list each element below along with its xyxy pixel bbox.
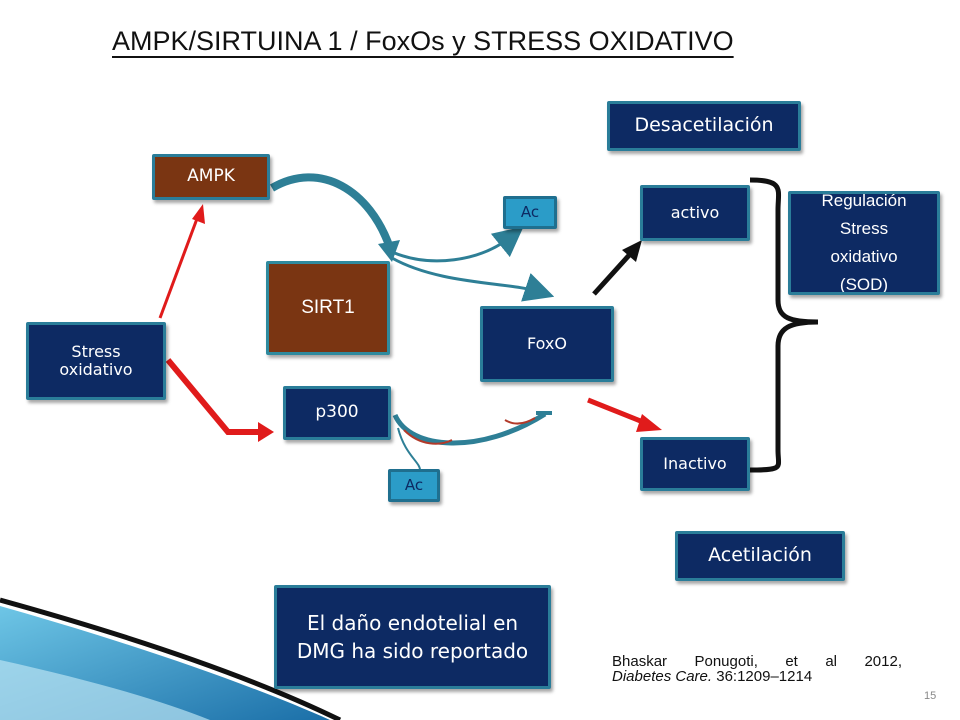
ac-bottom-box: Ac xyxy=(388,469,440,502)
inactivo-box: Inactivo xyxy=(640,437,750,491)
regulacion-box: Regulación Stress oxidativo (SOD) xyxy=(788,191,940,295)
arrow-stress-to-ampk xyxy=(158,204,205,319)
arrow-ampk-to-sirt1 xyxy=(269,173,400,262)
desacetilacion-label: Desacetilación xyxy=(634,114,774,137)
ac-bottom-label: Ac xyxy=(404,475,424,494)
desacetilacion-box: Desacetilación xyxy=(607,101,801,151)
citation-ref: 36:1209–1214 xyxy=(712,668,813,685)
acetilacion-label: Acetilación xyxy=(708,544,812,567)
acetilacion-box: Acetilación xyxy=(675,531,845,581)
citation-source: Diabetes Care. 36:1209–1214 xyxy=(612,669,902,684)
sirt1-label: SIRT1 xyxy=(301,297,355,319)
ac-top-box: Ac xyxy=(503,196,557,229)
ampk-label: AMPK xyxy=(187,166,235,187)
stress-label: Stress oxidativo xyxy=(59,341,133,379)
arrow-stress-to-p300 xyxy=(165,358,274,442)
p300-label: p300 xyxy=(315,402,359,423)
citation-authors: Bhaskar Ponugoti, et al 2012, xyxy=(612,653,902,670)
corner-swoosh xyxy=(0,597,342,720)
page-number: 15 xyxy=(924,690,937,702)
ac-top-label: Ac xyxy=(520,202,540,221)
dano-label: El daño endotelial en DMG ha sido report… xyxy=(296,611,529,663)
p300-box: p300 xyxy=(283,386,391,440)
arrow-p300-acetylation xyxy=(392,411,552,475)
stress-box: Stress oxidativo xyxy=(26,322,166,400)
sirt1-box: SIRT1 xyxy=(266,261,390,355)
arrow-sirt1-deacetylation xyxy=(391,226,555,302)
curly-brace xyxy=(749,177,819,473)
regulacion-label: Regulación Stress oxidativo (SOD) xyxy=(821,191,907,294)
activo-label: activo xyxy=(670,202,720,222)
foxo-label: FoxO xyxy=(527,333,567,353)
inactivo-label: Inactivo xyxy=(663,453,727,473)
activo-box: activo xyxy=(640,185,750,241)
ampk-box: AMPK xyxy=(152,154,270,200)
dano-box: El daño endotelial en DMG ha sido report… xyxy=(274,585,551,689)
arrow-foxo-to-inactivo xyxy=(587,397,662,432)
citation-journal: Diabetes Care. xyxy=(612,668,713,685)
foxo-box: FoxO xyxy=(480,306,614,382)
arrow-foxo-to-activo xyxy=(592,240,642,296)
page-title: AMPK/SIRTUINA 1 / FoxOs y STRESS OXIDATI… xyxy=(112,26,734,56)
citation: Bhaskar Ponugoti, et al 2012, Diabetes C… xyxy=(612,654,902,684)
